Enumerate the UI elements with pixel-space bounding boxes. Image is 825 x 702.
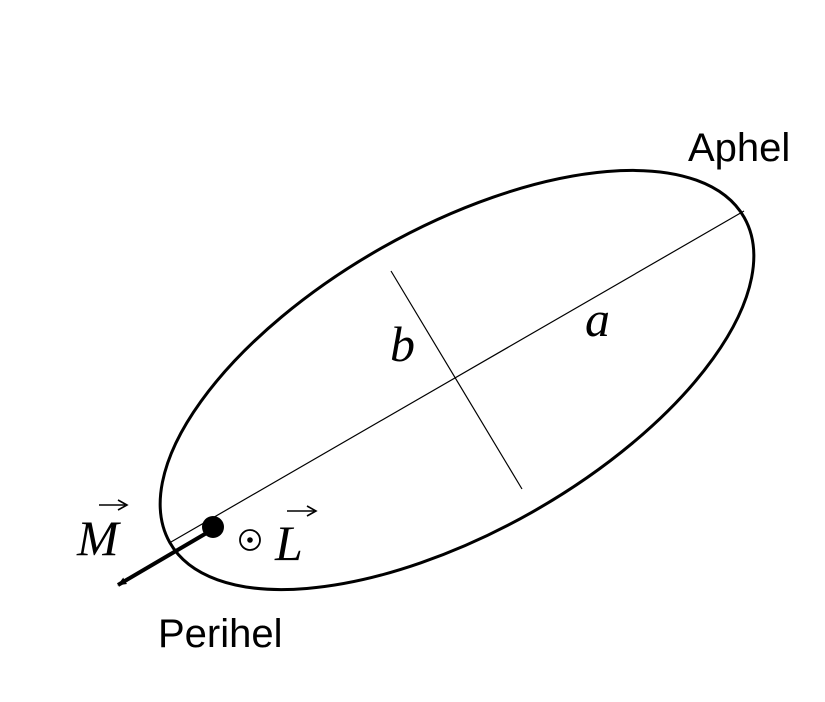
angular-momentum-letter: L [274, 515, 303, 571]
runge-lenz-arrow [116, 529, 212, 587]
perihel-label: Perihel [158, 612, 283, 656]
overarrow-icon [287, 505, 318, 517]
minor-axis-line [390, 270, 523, 490]
runge-lenz-letter: M [76, 510, 121, 566]
aphel-label: Aphel [688, 126, 790, 170]
runge-lenz-label: M [76, 499, 129, 566]
orbit-ellipse [158, 168, 756, 592]
semi-minor-label: b [390, 316, 415, 372]
overarrow-icon [99, 499, 129, 511]
semi-major-label: a [585, 291, 610, 347]
circled-dot-icon [239, 529, 261, 551]
major-axis-line [170, 210, 745, 543]
angular-momentum-label: L [274, 505, 318, 571]
